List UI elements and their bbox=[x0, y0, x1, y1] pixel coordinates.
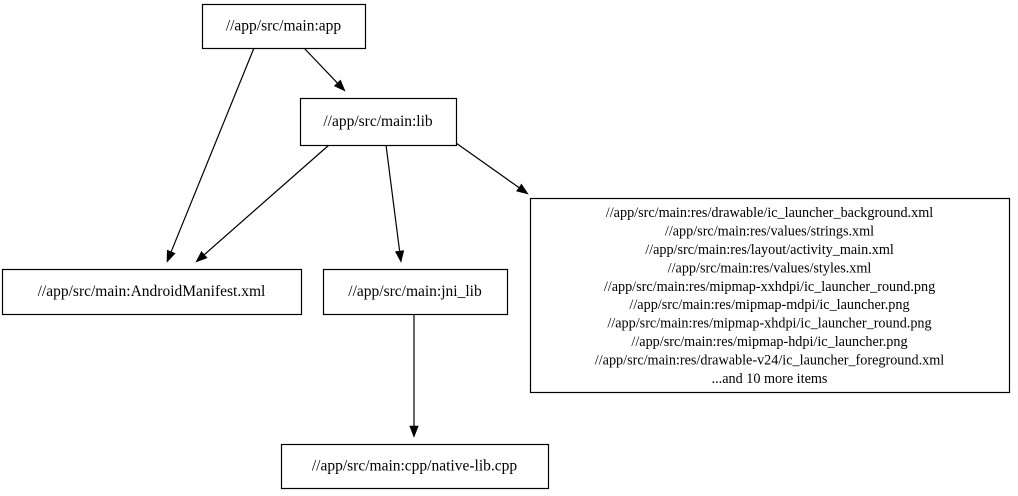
node-label: //app/src/main:jni_lib bbox=[348, 283, 482, 300]
node-app[interactable]: //app/src/main:app bbox=[201, 3, 367, 50]
edge-arrowhead bbox=[516, 183, 529, 195]
edge-jni-lib-to-native-lib bbox=[409, 314, 419, 438]
node-lib[interactable]: //app/src/main:lib bbox=[299, 97, 458, 147]
node-label: //app/src/main:cpp/native-lib.cpp bbox=[312, 458, 518, 475]
node-label-line: //app/src/main:res/mipmap-mdpi/ic_launch… bbox=[629, 297, 909, 313]
edge-line bbox=[170, 47, 255, 253]
edge-app-to-lib bbox=[303, 47, 346, 92]
node-box[interactable] bbox=[1, 268, 303, 316]
node-label: //app/src/main:AndroidManifest.xml bbox=[38, 283, 266, 300]
node-label-line: //app/src/main:res/mipmap-hdpi/ic_launch… bbox=[631, 334, 907, 350]
node-box[interactable] bbox=[201, 3, 367, 50]
edge-arrowhead bbox=[333, 79, 346, 92]
edge-lib-to-jni-lib bbox=[385, 144, 405, 263]
node-jni_lib[interactable]: //app/src/main:jni_lib bbox=[322, 268, 509, 316]
node-box[interactable] bbox=[280, 443, 550, 490]
node-label: //app/src/main:app bbox=[226, 18, 342, 35]
node-box[interactable] bbox=[529, 197, 1011, 394]
edge-line bbox=[303, 47, 338, 84]
edge-lib-to-res bbox=[455, 142, 529, 195]
edge-app-to-manifest bbox=[166, 47, 255, 263]
edge-line bbox=[203, 144, 330, 256]
node-label-line: //app/src/main:res/drawable/ic_launcher_… bbox=[606, 205, 933, 221]
nodes-layer: //app/src/main:app //app/src/main:lib //ap… bbox=[1, 3, 1011, 490]
edge-arrowhead bbox=[166, 249, 176, 263]
node-box[interactable] bbox=[322, 268, 509, 316]
edge-arrowhead bbox=[394, 250, 405, 263]
node-label: //app/src/main:lib bbox=[323, 113, 433, 130]
edges-layer bbox=[166, 47, 529, 438]
edge-arrowhead bbox=[409, 425, 419, 438]
node-manifest[interactable]: //app/src/main:AndroidManifest.xml bbox=[1, 268, 303, 316]
node-native_lib[interactable]: //app/src/main:cpp/native-lib.cpp bbox=[280, 443, 550, 490]
node-label-line: ...and 10 more items bbox=[712, 371, 828, 387]
node-res[interactable]: //app/src/main:res/drawable/ic_launcher_… bbox=[529, 197, 1011, 394]
node-label-line: //app/src/main:res/values/strings.xml bbox=[665, 224, 874, 240]
edge-lib-to-manifest bbox=[195, 144, 330, 263]
node-label-line: //app/src/main:res/values/styles.xml bbox=[668, 260, 872, 276]
edge-line bbox=[385, 144, 401, 252]
node-label-line: //app/src/main:res/mipmap-xxhdpi/ic_laun… bbox=[604, 279, 935, 295]
node-box[interactable] bbox=[299, 97, 458, 147]
edge-line bbox=[455, 142, 520, 189]
node-label-line: //app/src/main:res/mipmap-xhdpi/ic_launc… bbox=[607, 316, 931, 332]
node-label-line: //app/src/main:res/layout/activity_main.… bbox=[645, 242, 894, 258]
edge-arrowhead bbox=[195, 251, 208, 263]
node-label-line: //app/src/main:res/drawable-v24/ic_launc… bbox=[595, 352, 945, 368]
